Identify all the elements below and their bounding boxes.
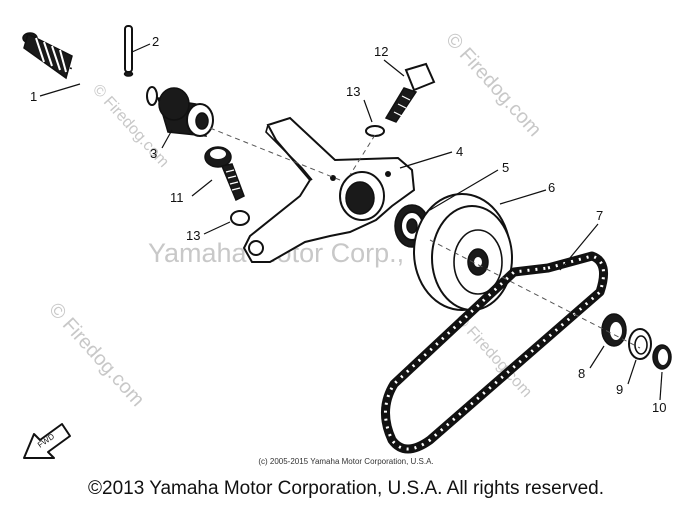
part-13-washer-lower bbox=[230, 210, 250, 226]
callout-11: 11 bbox=[170, 190, 184, 205]
watermark-firedog-top: © Firedog.com bbox=[441, 29, 545, 141]
callout-8: 8 bbox=[578, 366, 585, 381]
part-10-circlip bbox=[652, 344, 672, 370]
callout-2: 2 bbox=[152, 34, 159, 49]
part-2-pin bbox=[123, 25, 134, 77]
small-copyright-text: (c) 2005-2015 Yamaha Motor Corporation, … bbox=[258, 457, 434, 466]
callout-10: 10 bbox=[652, 400, 666, 415]
part-4-bracket-arm bbox=[242, 116, 416, 263]
callout-5: 5 bbox=[502, 160, 509, 175]
callout-13-lower: 13 bbox=[186, 228, 200, 243]
part-7-belt bbox=[381, 251, 609, 454]
watermark-firedog-left: © Firedog.com bbox=[44, 299, 148, 411]
part-6-pulley bbox=[413, 193, 513, 311]
callout-12: 12 bbox=[374, 44, 388, 59]
fwd-arrow: FWD bbox=[23, 423, 71, 459]
part-13-washer-upper bbox=[365, 125, 385, 137]
callout-13-upper: 13 bbox=[346, 84, 360, 99]
part-12-bolt bbox=[384, 62, 436, 123]
callout-6: 6 bbox=[548, 180, 555, 195]
watermark-firedog-upper-left: © Firedog.com bbox=[89, 81, 172, 171]
assembly-line-pulley bbox=[429, 239, 641, 349]
part-9-washer bbox=[628, 328, 652, 360]
part-3-collar bbox=[156, 87, 214, 137]
callout-1: 1 bbox=[30, 89, 37, 104]
main-copyright-text: ©2013 Yamaha Motor Corporation, U.S.A. A… bbox=[88, 478, 604, 499]
part-11-bolt bbox=[204, 146, 245, 202]
callout-7: 7 bbox=[596, 208, 603, 223]
callout-3: 3 bbox=[150, 146, 157, 161]
part-1-worm-shaft bbox=[22, 32, 158, 106]
part-8-washer bbox=[601, 313, 627, 347]
callout-4: 4 bbox=[456, 144, 463, 159]
leader-lines bbox=[39, 43, 663, 401]
callout-9: 9 bbox=[616, 382, 623, 397]
assembly-line-bolt bbox=[349, 134, 376, 176]
